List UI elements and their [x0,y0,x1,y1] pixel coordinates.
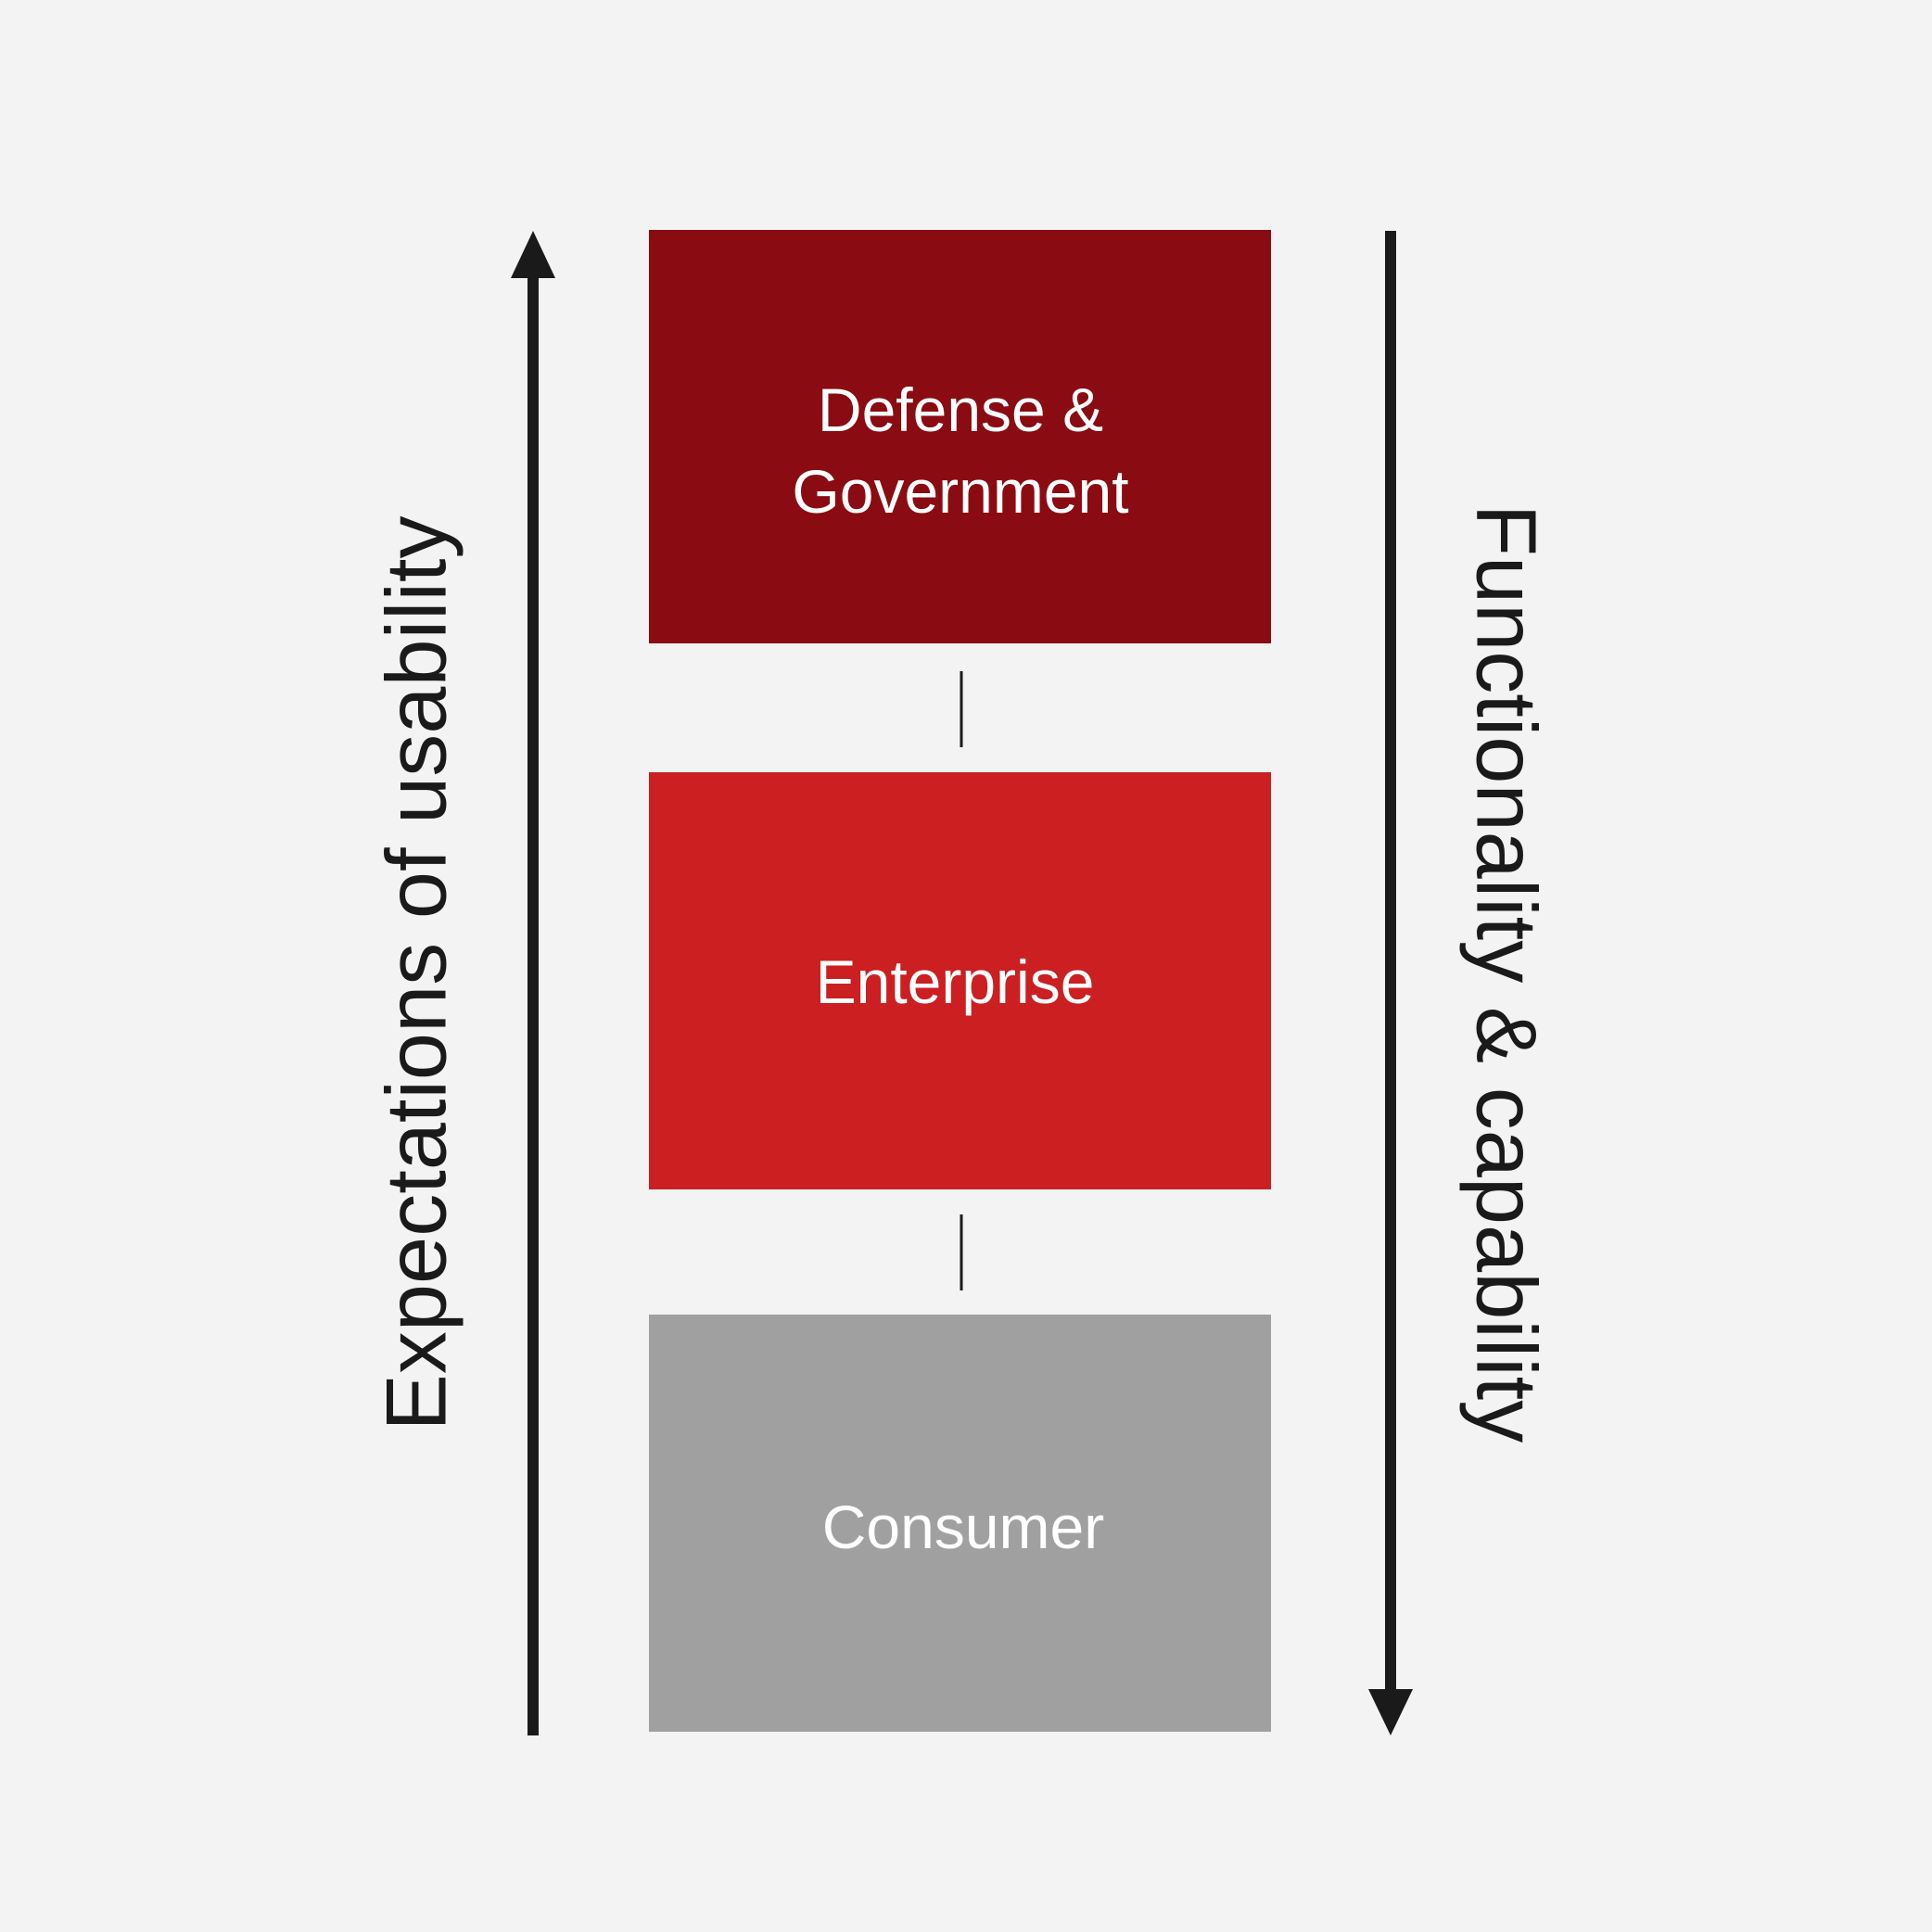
tier-consumer: Consumer [649,1315,1271,1732]
tier-defense-government: Defense & Government [649,230,1271,643]
right-axis-label: Functionality & capability [1459,504,1554,1443]
left-axis-label: Expectations of usability [369,516,464,1431]
tier-box [649,772,1271,1189]
arrow-up-icon [511,231,555,278]
left-axis: Expectations of usability [369,231,555,1735]
right-axis: Functionality & capability [1368,231,1554,1735]
tier-box [649,1315,1271,1732]
tier-label-line: Defense & [818,375,1103,444]
tier-box [649,230,1271,643]
tier-label-line: Consumer [822,1493,1104,1561]
tier-enterprise: Enterprise [649,772,1271,1189]
arrow-down-icon [1368,1689,1413,1735]
tier-label-line: Enterprise [816,947,1095,1016]
tier-label-line: Government [792,457,1128,526]
